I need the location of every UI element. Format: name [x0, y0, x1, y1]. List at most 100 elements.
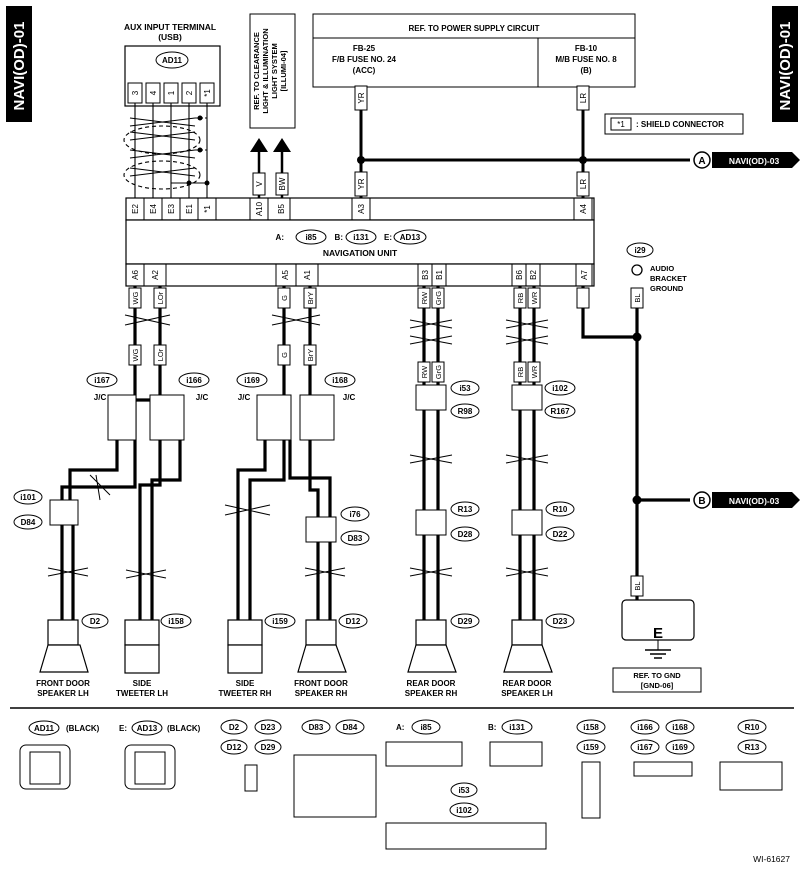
svg-text:i166: i166 [637, 723, 653, 732]
svg-text:i158: i158 [168, 617, 184, 626]
svg-text:SIDE: SIDE [236, 679, 255, 688]
svg-text:i169: i169 [244, 376, 260, 385]
speaker-wires [60, 286, 690, 620]
svg-text:i101: i101 [20, 493, 36, 502]
svg-text:SPEAKER RH: SPEAKER RH [295, 689, 348, 698]
twist-marks [47, 314, 549, 579]
speakers [39, 619, 553, 674]
svg-text:YR: YR [357, 92, 366, 103]
svg-text:FRONT DOOR: FRONT DOOR [36, 679, 90, 688]
wire-labels [128, 287, 644, 597]
svg-text:A3: A3 [357, 204, 366, 214]
svg-text:i102: i102 [456, 806, 472, 815]
svg-text:WG: WG [131, 291, 140, 304]
svg-text:WR: WR [530, 291, 539, 304]
svg-text:R13: R13 [458, 505, 473, 514]
svg-text:D29: D29 [458, 617, 473, 626]
svg-text:WG: WG [131, 348, 140, 361]
svg-text:F/B FUSE NO. 24: F/B FUSE NO. 24 [332, 55, 397, 64]
legend-i158-group: i158 i159 [576, 719, 606, 819]
svg-text:i29: i29 [634, 246, 646, 255]
svg-text:E4: E4 [149, 204, 158, 214]
svg-text:*1: *1 [203, 205, 212, 213]
svg-text:i168: i168 [332, 376, 348, 385]
svg-text:A: A [698, 156, 705, 167]
svg-text:BRACKET: BRACKET [650, 274, 687, 283]
aux-subtitle: (USB) [158, 32, 182, 42]
svg-text:i167: i167 [94, 376, 110, 385]
svg-text:(ACC): (ACC) [353, 66, 376, 75]
power-wires [359, 87, 690, 200]
svg-text:AD13: AD13 [137, 724, 158, 733]
aux-pins [127, 82, 215, 104]
svg-text:4: 4 [149, 90, 158, 95]
svg-text:D12: D12 [346, 617, 361, 626]
aux-title: AUX INPUT TERMINAL [124, 22, 216, 32]
side-tab-left: NAVI(OD)-01 [6, 6, 32, 122]
legend-r-group: R10 R13 [719, 719, 783, 791]
svg-text:SPEAKER LH: SPEAKER LH [501, 689, 553, 698]
svg-text:D84: D84 [21, 518, 36, 527]
joint-connectors [107, 384, 543, 441]
svg-text:REAR DOOR: REAR DOOR [407, 679, 456, 688]
svg-text:i166: i166 [186, 376, 202, 385]
svg-text:D2: D2 [229, 723, 240, 732]
svg-text:A2: A2 [151, 270, 160, 280]
svg-text:D84: D84 [343, 723, 358, 732]
svg-text:SPEAKER LH: SPEAKER LH [37, 689, 89, 698]
svg-text:(B): (B) [580, 66, 591, 75]
svg-text:NAVI(OD)-03: NAVI(OD)-03 [729, 156, 780, 166]
wire-label-v: V [252, 172, 266, 196]
speaker-labels: FRONT DOOR SPEAKER LH SIDE TWEETER LH SI… [36, 679, 553, 698]
svg-text:YR: YR [357, 178, 366, 189]
offpage-b: B NAVI(OD)-03 [693, 491, 800, 509]
legend-ad11: AD11 (BLACK) [19, 720, 100, 790]
svg-text:B5: B5 [277, 204, 286, 214]
svg-text:A7: A7 [580, 270, 589, 280]
svg-text:E:: E: [384, 233, 392, 242]
svg-text:RW: RW [420, 291, 429, 304]
svg-text:J/C: J/C [343, 393, 356, 402]
svg-text:REF. TO POWER SUPPLY CIRCUIT: REF. TO POWER SUPPLY CIRCUIT [409, 24, 540, 33]
svg-text:LOr: LOr [156, 348, 165, 361]
aux-junctions [186, 115, 210, 186]
svg-text:i159: i159 [583, 743, 599, 752]
ground-connector-e: E REF. TO GND [GND-06] [612, 599, 702, 693]
svg-text:LR: LR [579, 93, 588, 103]
svg-text:E2: E2 [131, 204, 140, 214]
svg-text:GROUND: GROUND [650, 284, 684, 293]
aux-wires [123, 103, 208, 200]
svg-text:E: E [653, 625, 663, 642]
svg-text:R10: R10 [553, 505, 568, 514]
svg-text:[ILLUMI-04]: [ILLUMI-04] [279, 50, 288, 91]
svg-text:E:: E: [119, 724, 127, 733]
svg-text:AD11: AD11 [34, 724, 55, 733]
svg-text:GrG: GrG [434, 291, 443, 305]
svg-text:FB-25: FB-25 [353, 44, 376, 53]
svg-text:LR: LR [579, 179, 588, 189]
svg-text:SIDE: SIDE [133, 679, 152, 688]
svg-text:: SHIELD CONNECTOR: : SHIELD CONNECTOR [636, 120, 724, 129]
svg-text:R13: R13 [745, 743, 760, 752]
svg-text:*1: *1 [617, 120, 625, 129]
svg-text:B1: B1 [435, 270, 444, 280]
power-ref-box: REF. TO POWER SUPPLY CIRCUIT FB-25 F/B F… [312, 13, 636, 88]
nav-bottom-pins [143, 264, 593, 286]
svg-text:i76: i76 [349, 510, 361, 519]
wire-label-bw: BW [275, 172, 289, 196]
svg-text:i131: i131 [353, 233, 369, 242]
side-tab-left-text: NAVI(OD)-01 [11, 22, 28, 111]
svg-text:REF. TO CLEARANCE: REF. TO CLEARANCE [252, 32, 261, 110]
ground-point: i29 AUDIO BRACKET GROUND [626, 242, 687, 293]
svg-text:WR: WR [530, 365, 539, 378]
svg-text:LIGHT & ILLUMINATION: LIGHT & ILLUMINATION [261, 28, 270, 113]
svg-text:J/C: J/C [238, 393, 251, 402]
svg-text:i53: i53 [459, 384, 471, 393]
svg-text:i85: i85 [305, 233, 317, 242]
svg-text:R167: R167 [550, 407, 570, 416]
svg-text:D83: D83 [348, 534, 363, 543]
svg-text:i53: i53 [458, 786, 470, 795]
clearance-ref-box: REF. TO CLEARANCE LIGHT & ILLUMINATION L… [249, 13, 296, 129]
svg-text:*1: *1 [203, 89, 212, 97]
svg-text:B2: B2 [529, 270, 538, 280]
